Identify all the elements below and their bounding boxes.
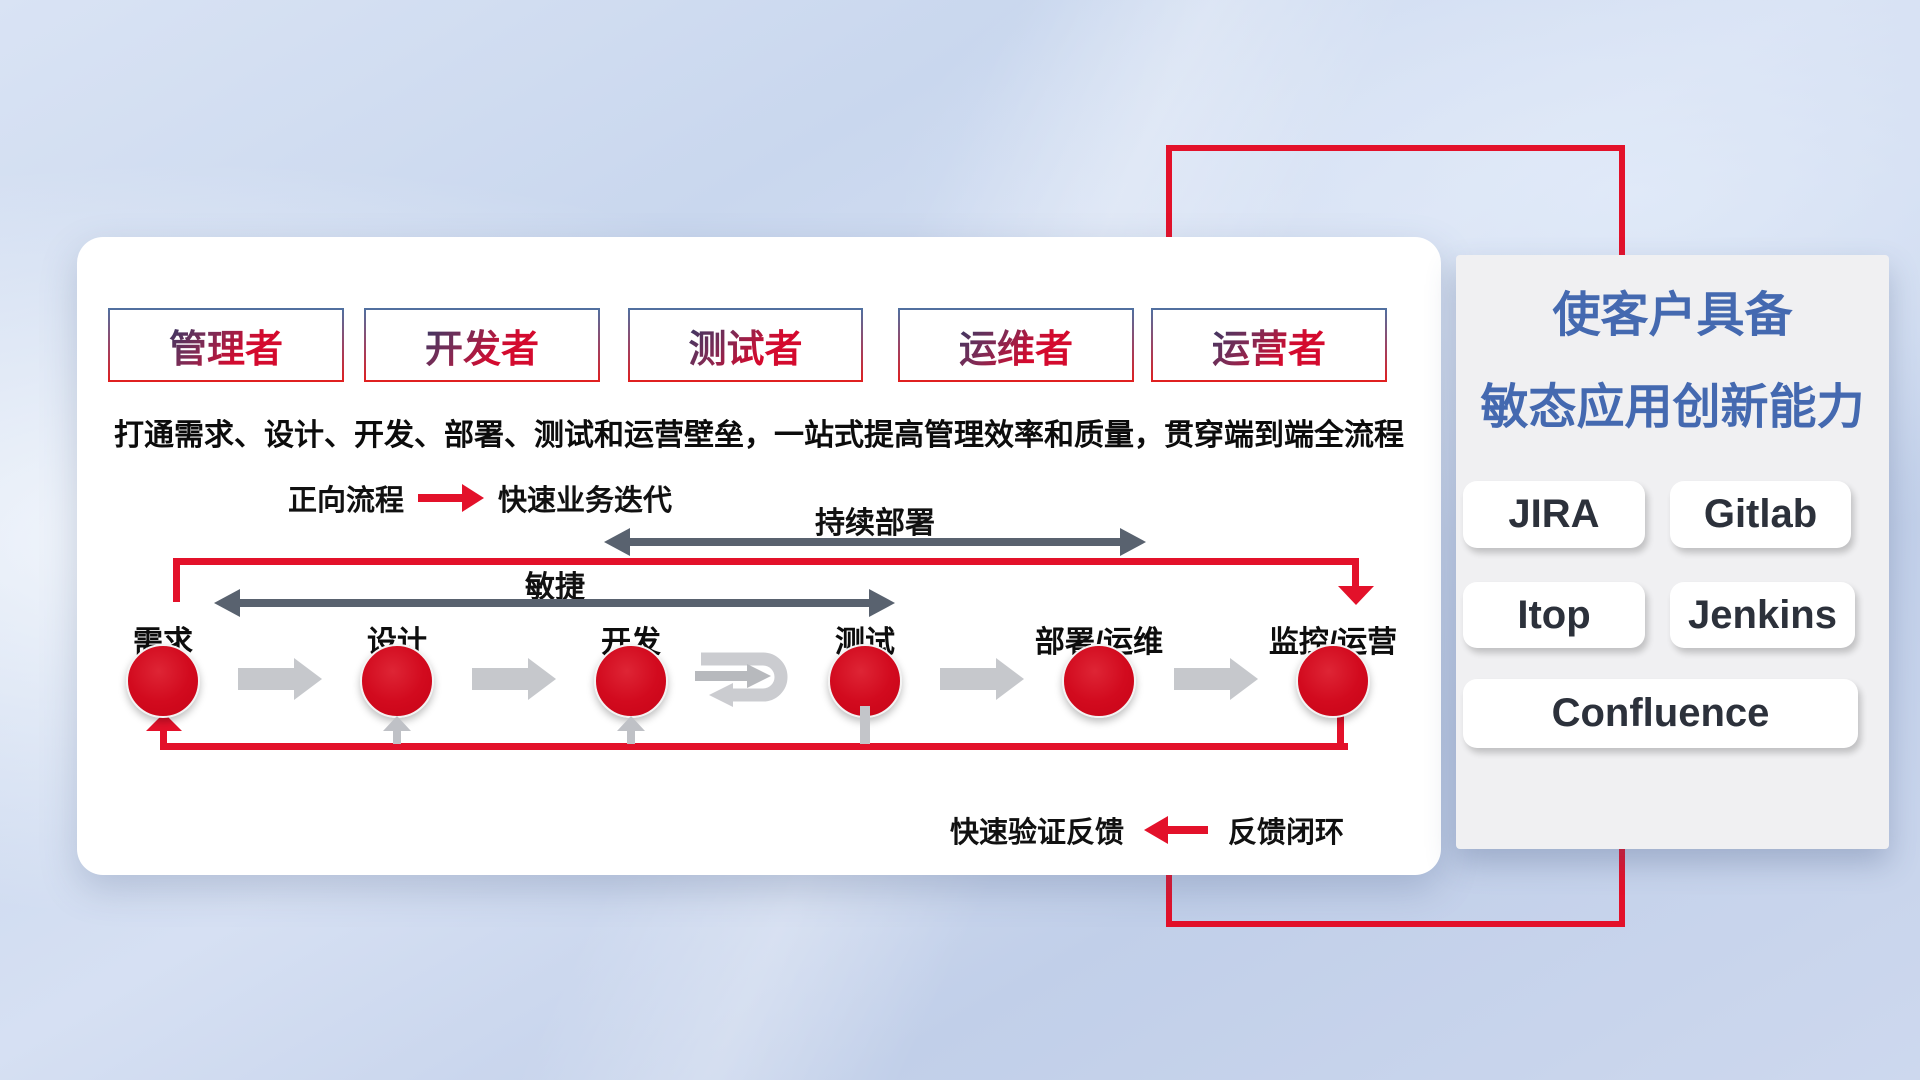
role-label-developer: 开发者 (425, 318, 539, 373)
forward-arrow-icon (418, 484, 485, 512)
right-panel-title-line1: 使客户具备 (1552, 289, 1793, 342)
legend-feedback-desc: 快速验证反馈 (950, 817, 1125, 849)
feedback-loop-down-arrowhead (1338, 586, 1374, 605)
legend-feedback: 快速验证反馈 反馈闭环 (950, 809, 1344, 851)
role-label-tester: 测试者 (688, 318, 802, 373)
feedback-arrow-icon (1144, 816, 1209, 844)
agile-arrow-icon (214, 589, 895, 617)
stage-circle-requirements (126, 644, 200, 718)
role-box-operator: 运营者 (1151, 308, 1387, 382)
feedback-loop-up-arrowhead (146, 713, 182, 731)
tool-chip-gitlab: Gitlab (1670, 481, 1851, 548)
legend-forward-label: 正向流程 (288, 485, 405, 517)
flow-arrow-icon (472, 658, 556, 700)
feedback-loop-left-segment (173, 558, 180, 602)
stage-circle-deploy-ops (1062, 644, 1136, 718)
flow-arrow-icon (1174, 658, 1258, 700)
continuous-deploy-arrow-icon (604, 528, 1146, 556)
tool-chip-confluence: Confluence (1463, 679, 1858, 748)
stage-circle-design (360, 644, 434, 718)
tool-chip-jenkins: Jenkins (1670, 582, 1855, 648)
tools-panel (1456, 255, 1889, 849)
subtitle-text: 打通需求、设计、开发、部署、测试和运营壁垒，一站式提高管理效率和质量，贯穿端到端… (114, 419, 1404, 452)
feedback-loop-bottom-line (160, 743, 1348, 750)
legend-feedback-label: 反馈闭环 (1228, 817, 1345, 849)
continuous-deploy-label: 持续部署 (815, 507, 935, 540)
legend-forward-desc: 快速业务迭代 (498, 485, 673, 517)
feedback-loop-top-line (173, 558, 1359, 565)
gray-up-arrow-icon (383, 716, 411, 731)
role-label-operator: 运营者 (1212, 318, 1326, 373)
stage-circle-develop (594, 644, 668, 718)
role-box-tester: 测试者 (628, 308, 863, 382)
role-label-manager: 管理者 (169, 318, 283, 373)
stage-circle-monitor-operate (1296, 644, 1370, 718)
gray-connector-stub (860, 706, 870, 744)
agile-label: 敏捷 (525, 571, 585, 604)
role-label-ops: 运维者 (959, 318, 1073, 373)
tool-chip-itop: Itop (1463, 582, 1645, 648)
gray-up-arrow-shaft (627, 731, 635, 744)
flow-arrow-icon (940, 658, 1024, 700)
gray-up-arrow-icon (617, 716, 645, 731)
gray-up-arrow-shaft (393, 731, 401, 744)
legend-forward: 正向流程 快速业务迭代 (288, 477, 672, 519)
feedback-loop-up-arrow-shaft (160, 730, 167, 750)
role-box-developer: 开发者 (364, 308, 600, 382)
feedback-loop-monitor-segment (1337, 710, 1344, 750)
role-box-ops: 运维者 (898, 308, 1134, 382)
flow-arrow-icon (238, 658, 322, 700)
role-box-manager: 管理者 (108, 308, 344, 382)
right-panel-title-line2: 敏态应用创新能力 (1480, 381, 1865, 434)
tool-chip-jira: JIRA (1463, 481, 1645, 548)
feedback-loop-right-segment (1352, 558, 1359, 588)
iteration-loop-icon (695, 652, 788, 707)
